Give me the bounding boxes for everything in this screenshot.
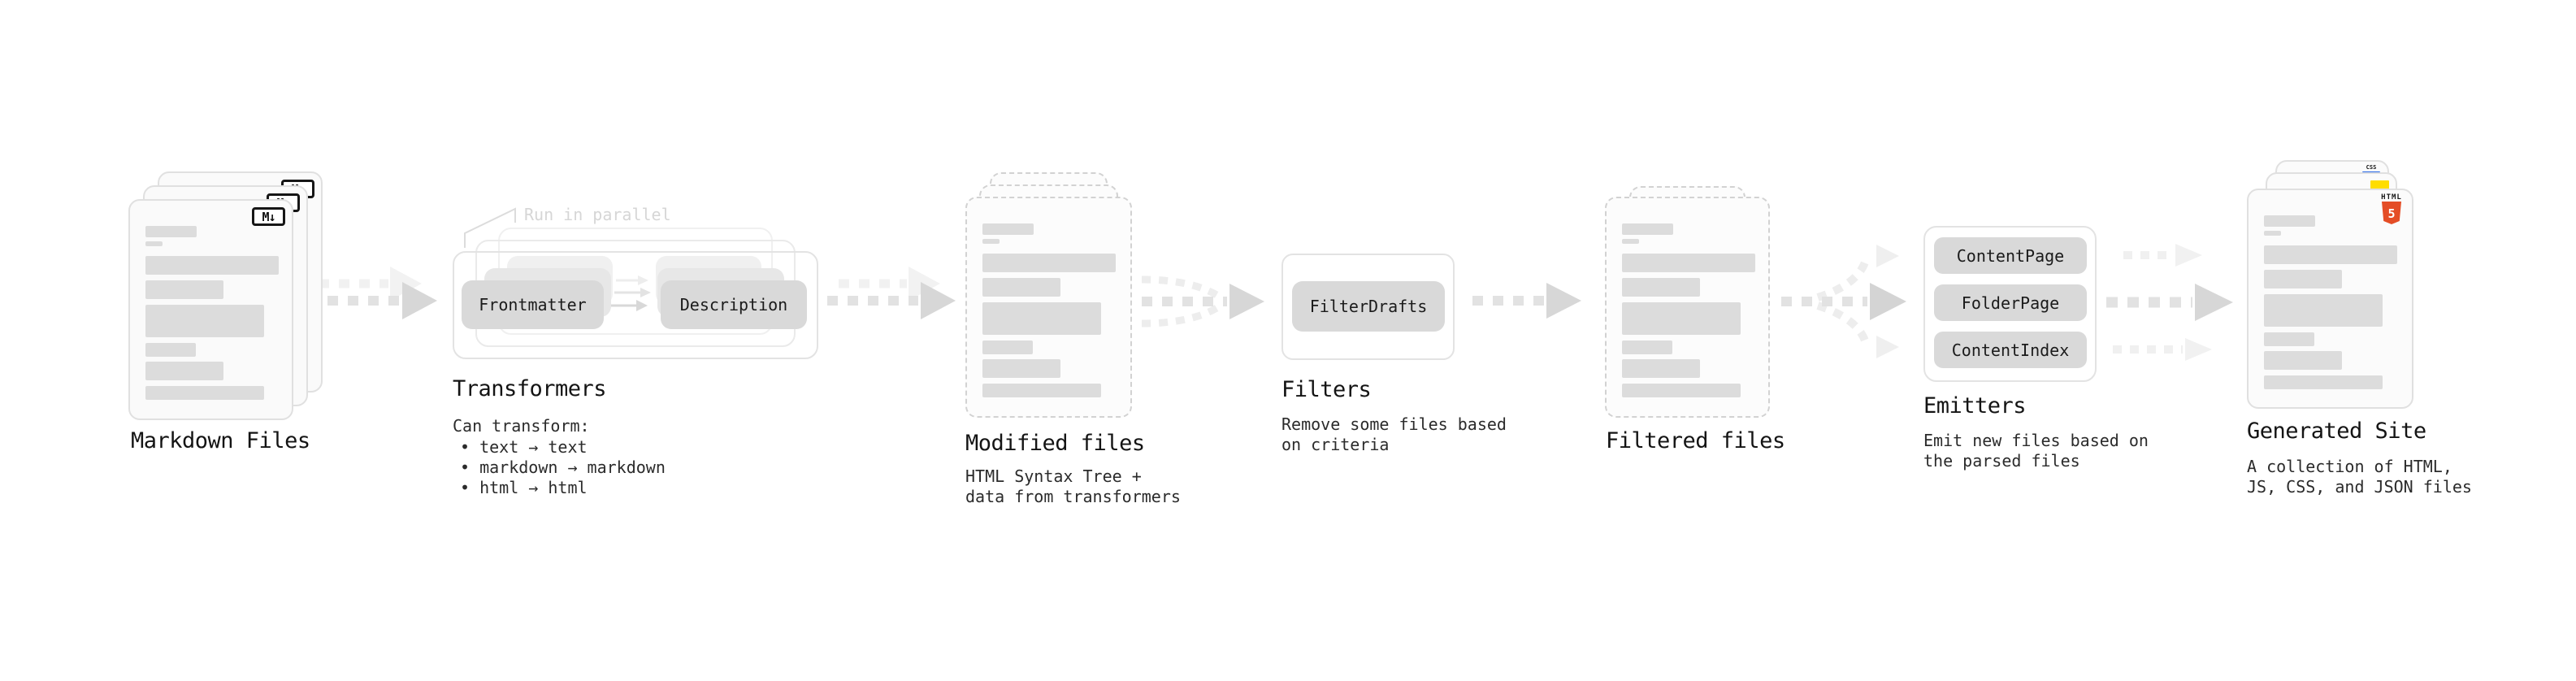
placeholder-bar bbox=[145, 362, 223, 380]
javascript-file-icon bbox=[2370, 180, 2389, 189]
transformers-bullet-1: • text → text bbox=[460, 437, 588, 457]
transformers-desc-title: Can transform: bbox=[453, 416, 590, 436]
placeholder-bar bbox=[145, 386, 264, 400]
placeholder-bar bbox=[2264, 231, 2281, 236]
placeholder-bar bbox=[1622, 278, 1700, 297]
emitters-desc-2: the parsed files bbox=[1923, 451, 2080, 471]
generated-site-label: Generated Site bbox=[2247, 419, 2426, 444]
filtered-file-card-front bbox=[1605, 197, 1770, 418]
html5-logo-icon: HTML 5 bbox=[2380, 193, 2403, 229]
filters-container bbox=[1281, 254, 1455, 360]
svg-text:5: 5 bbox=[2387, 206, 2395, 221]
placeholder-bar bbox=[145, 280, 223, 299]
transformer-layer-front bbox=[453, 251, 818, 359]
generated-html-file-card: HTML 5 bbox=[2247, 189, 2413, 409]
placeholder-bar bbox=[982, 223, 1034, 235]
placeholder-bar bbox=[982, 302, 1101, 335]
placeholder-bar bbox=[145, 256, 279, 275]
placeholder-bar bbox=[2264, 294, 2383, 327]
placeholder-bar bbox=[145, 305, 264, 337]
filters-desc-2: on criteria bbox=[1281, 435, 1390, 454]
contentpage-pill: ContentPage bbox=[1934, 237, 2087, 274]
placeholder-bar bbox=[2264, 245, 2397, 264]
filtered-files-label: Filtered files bbox=[1606, 428, 1785, 453]
placeholder-bar bbox=[1622, 340, 1672, 354]
emitters-label: Emitters bbox=[1923, 393, 2027, 419]
filterdrafts-pill: FilterDrafts bbox=[1292, 281, 1445, 332]
placeholder-bar bbox=[982, 359, 1060, 378]
modified-files-desc-2: data from transformers bbox=[965, 487, 1181, 506]
markdown-files-label: Markdown Files bbox=[131, 428, 310, 453]
placeholder-bar bbox=[2264, 332, 2314, 346]
modified-files-desc-1: HTML Syntax Tree + bbox=[965, 466, 1142, 486]
placeholder-bar bbox=[145, 343, 196, 357]
markdown-icon: M↓ bbox=[252, 207, 285, 226]
transformers-label: Transformers bbox=[453, 376, 607, 401]
placeholder-bar bbox=[1622, 239, 1639, 244]
placeholder-bar bbox=[1622, 359, 1700, 378]
placeholder-bar bbox=[982, 254, 1116, 272]
generated-site-desc-2: JS, CSS, and JSON files bbox=[2247, 477, 2472, 497]
description-pill: Description bbox=[661, 280, 807, 329]
filters-label: Filters bbox=[1281, 377, 1372, 402]
run-in-parallel-note: Run in parallel bbox=[524, 205, 671, 224]
modified-file-card-front bbox=[965, 197, 1132, 418]
arrow-filtered-to-emitters bbox=[1781, 245, 1906, 358]
arrow-transformers-to-modified bbox=[827, 267, 956, 319]
frontmatter-pill: Frontmatter bbox=[462, 280, 604, 329]
folderpage-pill: FolderPage bbox=[1934, 284, 2087, 321]
placeholder-bar bbox=[2264, 351, 2342, 370]
placeholder-bar bbox=[1622, 384, 1741, 397]
html5-shield: 5 bbox=[2382, 202, 2401, 224]
placeholder-bar bbox=[145, 226, 197, 237]
emitters-container bbox=[1923, 226, 2097, 382]
transformers-bullet-3: • html → html bbox=[460, 478, 588, 497]
placeholder-bar bbox=[982, 239, 1000, 244]
contentindex-pill: ContentIndex bbox=[1934, 332, 2087, 368]
emitters-desc-1: Emit new files based on bbox=[1923, 431, 2149, 450]
generated-site-desc-1: A collection of HTML, bbox=[2247, 457, 2452, 476]
placeholder-bar bbox=[982, 340, 1033, 354]
arrow-markdown-to-transformers bbox=[307, 267, 437, 319]
placeholder-bar bbox=[1622, 302, 1741, 335]
placeholder-bar bbox=[2264, 270, 2342, 288]
arrow-filters-to-filtered bbox=[1472, 283, 1581, 319]
placeholder-bar bbox=[2264, 215, 2315, 227]
filters-desc-1: Remove some files based bbox=[1281, 414, 1507, 434]
markdown-file-card-front: M↓ bbox=[128, 199, 293, 420]
placeholder-bar bbox=[982, 278, 1060, 297]
transformers-bullet-2: • markdown → markdown bbox=[460, 458, 666, 477]
modified-files-label: Modified files bbox=[965, 431, 1145, 456]
arrow-modified-to-filters bbox=[1141, 275, 1264, 327]
placeholder-bar bbox=[1622, 254, 1755, 272]
placeholder-bar bbox=[145, 241, 163, 246]
placeholder-bar bbox=[982, 384, 1101, 397]
placeholder-bar bbox=[1622, 223, 1673, 235]
arrows-emitters-to-generated bbox=[2106, 244, 2233, 361]
placeholder-bar bbox=[2264, 375, 2383, 389]
